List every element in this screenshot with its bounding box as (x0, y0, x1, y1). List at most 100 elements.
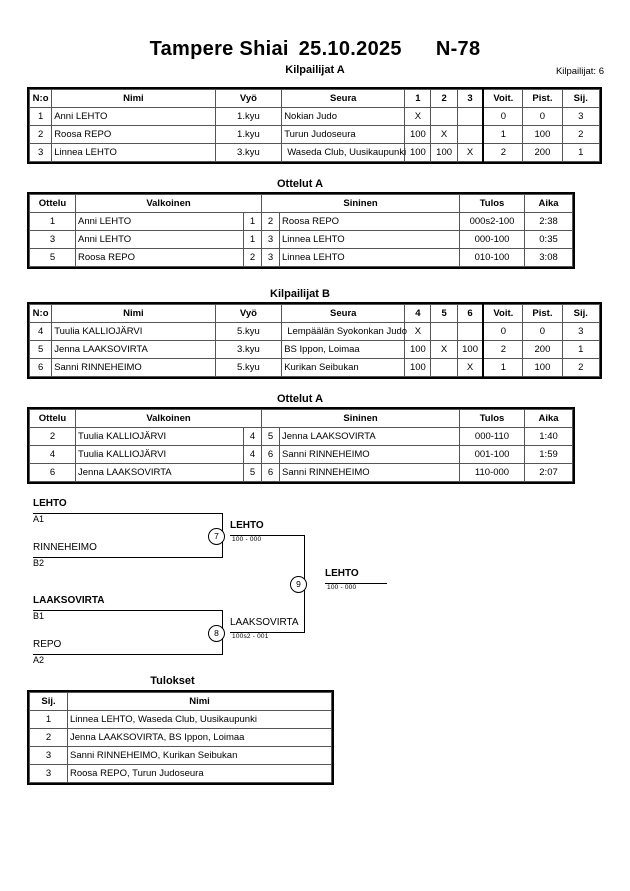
bracket-line-seed-2 (33, 557, 223, 558)
bracket-seed-code-4: A2 (33, 655, 45, 665)
col-match-6: 6 (456, 304, 484, 323)
table-header-row: N:o Nimi Vyö Seura 1 2 3 Voit. Pist. Sij… (28, 89, 601, 108)
cell-white-name: Anni LEHTO (75, 212, 244, 231)
cell-time: 1:59 (524, 445, 574, 464)
cell-blue-name: Jenna LAAKSOVIRTA (279, 427, 461, 446)
cell-match-no: 4 (29, 445, 76, 464)
table-row: 1 Anni LEHTO 1.kyu Nokian Judo X 0 0 3 (28, 107, 601, 126)
table-row: 5 Roosa REPO 2 3 Linnea LEHTO 010-100 3:… (29, 248, 574, 267)
col-points: Pist. (522, 304, 563, 323)
cell-blue-no: 3 (261, 230, 281, 249)
cell-belt: 5.kyu (214, 358, 283, 377)
matches-a-caption: Ottelut A (276, 178, 324, 190)
cell-blue-name: Roosa REPO (279, 212, 461, 231)
table-row: 4 Tuulia KALLIOJÄRVI 5.kyu Lempäälän Syo… (28, 322, 601, 341)
event-date: 25.10.2025 (298, 38, 402, 60)
cell-blue-name: Linnea LEHTO (279, 230, 461, 249)
cell-match-3 (456, 107, 484, 126)
cell-white-no: 1 (242, 212, 263, 231)
cell-points: 100 (522, 358, 563, 377)
cell-name: Tuulia KALLIOJÄRVI (51, 322, 216, 341)
col-name: Nimi (51, 304, 216, 323)
cell-result: 000s2-100 (459, 212, 526, 231)
cell-white-no: 1 (242, 230, 263, 249)
cell-rank: 3 (561, 322, 601, 341)
bracket-line-seed-1 (33, 513, 223, 514)
cell-no: 3 (28, 143, 53, 162)
cell-white-no: 2 (242, 248, 263, 267)
col-name: Nimi (67, 692, 332, 711)
bracket-seed-name-4: REPO (33, 639, 62, 650)
cell-time: 1:40 (524, 427, 574, 446)
table-header-row: Ottelu Valkoinen Sininen Tulos Aika (29, 194, 574, 213)
cell-match-1: X (404, 107, 432, 126)
bracket-semi-score-1: 100 - 000 (232, 536, 262, 543)
cell-wins: 1 (482, 125, 524, 144)
cell-white-name: Jenna LAAKSOVIRTA (75, 463, 244, 482)
results-table: Sij. Nimi 1 Linnea LEHTO, Waseda Club, U… (27, 690, 334, 785)
cell-club: Kurikan Seibukan (281, 358, 406, 377)
table-header-row: Sij. Nimi (29, 692, 332, 711)
bracket-node-7: 7 (208, 528, 225, 545)
bracket-seed-code-3: B1 (33, 611, 45, 621)
col-rank: Sij. (29, 692, 68, 711)
cell-no: 1 (28, 107, 53, 126)
col-points: Pist. (522, 89, 563, 108)
cell-wins: 0 (482, 107, 524, 126)
cell-white-name: Roosa REPO (75, 248, 244, 267)
cell-match-6: X (456, 358, 484, 377)
cell-belt: 3.kyu (214, 143, 283, 162)
cell-club: BS Ippon, Loimaa (281, 340, 406, 359)
cell-name: Sanni RINNEHEIMO (51, 358, 216, 377)
bracket-seed-name-2: RINNEHEIMO (33, 542, 97, 553)
cell-match-2: X (430, 125, 458, 144)
col-no: N:o (28, 89, 53, 108)
col-match-2: 2 (430, 89, 458, 108)
cell-no: 5 (28, 340, 53, 359)
col-match-5: 5 (430, 304, 458, 323)
cell-no: 4 (28, 322, 53, 341)
col-result: Tulos (459, 194, 526, 213)
cell-points: 200 (522, 340, 563, 359)
col-wins: Voit. (482, 304, 524, 323)
bracket-line-semi-2 (230, 632, 305, 633)
cell-match-1: 100 (404, 143, 432, 162)
cell-rank: 1 (29, 710, 68, 729)
cell-result: 110-000 (459, 463, 526, 482)
cell-match-3: X (456, 143, 484, 162)
bracket-seed-name-1: LEHTO (33, 498, 67, 509)
col-match-no: Ottelu (29, 194, 76, 213)
cell-wins: 2 (482, 143, 524, 162)
cell-blue-name: Sanni RINNEHEIMO (279, 463, 461, 482)
table-row: 6 Sanni RINNEHEIMO 5.kyu Kurikan Seibuka… (28, 358, 601, 377)
col-belt: Vyö (214, 304, 283, 323)
cell-result: 000-100 (459, 230, 526, 249)
col-white: Valkoinen (74, 194, 263, 213)
cell-points: 200 (522, 143, 563, 162)
table-row: 1 Anni LEHTO 1 2 Roosa REPO 000s2-100 2:… (29, 212, 574, 231)
cell-match-6 (456, 322, 484, 341)
col-club: Seura (281, 304, 406, 323)
col-match-1: 1 (404, 89, 432, 108)
cell-points: 100 (522, 125, 563, 144)
cell-name: Linnea LEHTO (51, 143, 216, 162)
cell-match-4: 100 (404, 358, 432, 377)
cell-belt: 1.kyu (214, 125, 283, 144)
cell-rank: 1 (561, 340, 601, 359)
matches-b-caption: Ottelut A (276, 393, 324, 405)
cell-belt: 3.kyu (214, 340, 283, 359)
cell-name: Linnea LEHTO, Waseda Club, Uusikaupunki (67, 710, 332, 729)
cell-blue-no: 6 (261, 445, 281, 464)
cell-blue-name: Sanni RINNEHEIMO (279, 445, 461, 464)
cell-no: 6 (28, 358, 53, 377)
bracket-line-semi-1 (230, 535, 305, 536)
cell-white-name: Anni LEHTO (75, 230, 244, 249)
bracket-line-seed-4 (33, 654, 223, 655)
col-rank: Sij. (561, 304, 601, 323)
cell-name: Roosa REPO (51, 125, 216, 144)
cell-match-1: 100 (404, 125, 432, 144)
cell-name: Jenna LAAKSOVIRTA (51, 340, 216, 359)
cell-match-no: 5 (29, 248, 76, 267)
cell-wins: 2 (482, 340, 524, 359)
